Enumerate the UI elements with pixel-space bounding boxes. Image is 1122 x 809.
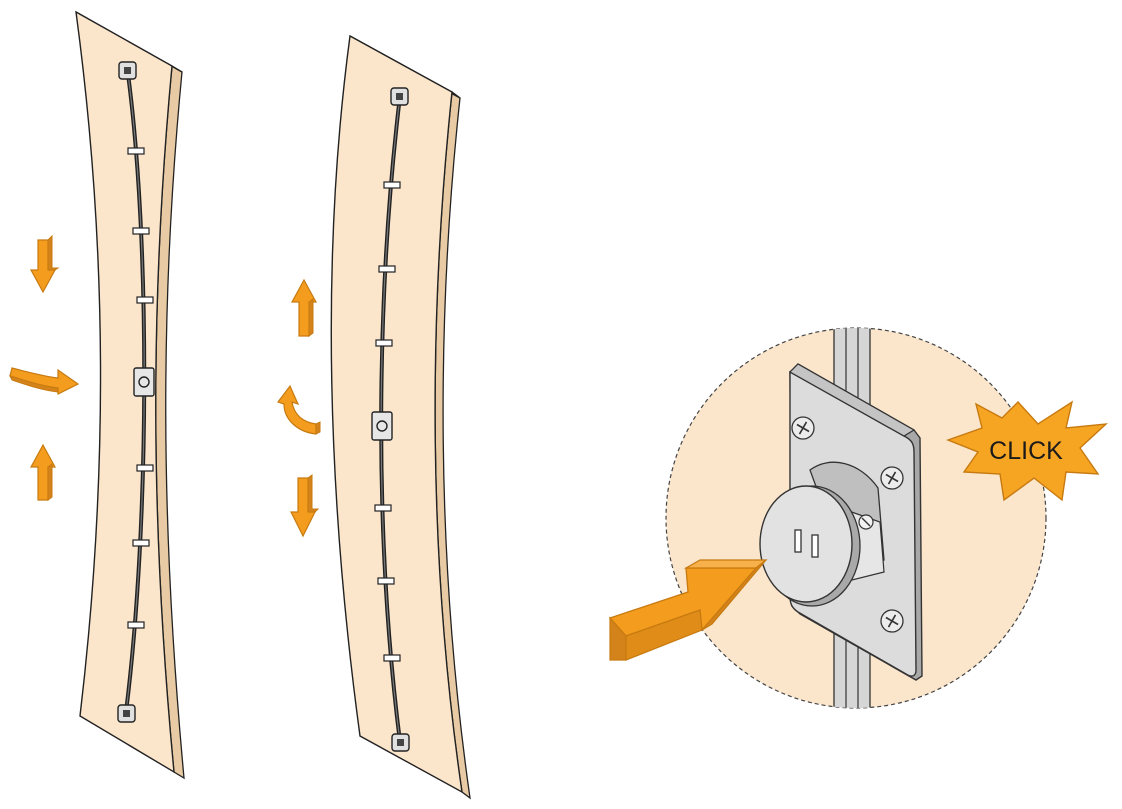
screw-icon (791, 416, 815, 440)
right-panel-face (330, 34, 463, 794)
screw-icon (880, 466, 904, 490)
right-panel-arrows (277, 278, 321, 538)
right-rail-clips (374, 181, 401, 662)
left-panel (75, 10, 185, 780)
push-button (759, 485, 861, 607)
push-arrow-icon (608, 559, 768, 661)
click-label: CLICK (989, 437, 1063, 465)
click-burst-icon: CLICK (946, 400, 1109, 502)
left-rail-clips (127, 147, 154, 629)
right-panel (330, 34, 471, 800)
down-arrow (290, 474, 320, 538)
up-arrow (29, 443, 57, 501)
curved-up-arrow (277, 384, 321, 435)
down-arrow (29, 234, 60, 294)
right-rail-center-lock (371, 411, 393, 441)
screw-icon (880, 609, 904, 633)
left-rail-center-lock (133, 367, 155, 397)
up-arrow (290, 278, 318, 337)
left-panel-arrows (9, 234, 80, 501)
detail-view: CLICK (608, 327, 1109, 709)
left-panel-face (75, 10, 175, 774)
curved-right-arrow (9, 367, 80, 395)
